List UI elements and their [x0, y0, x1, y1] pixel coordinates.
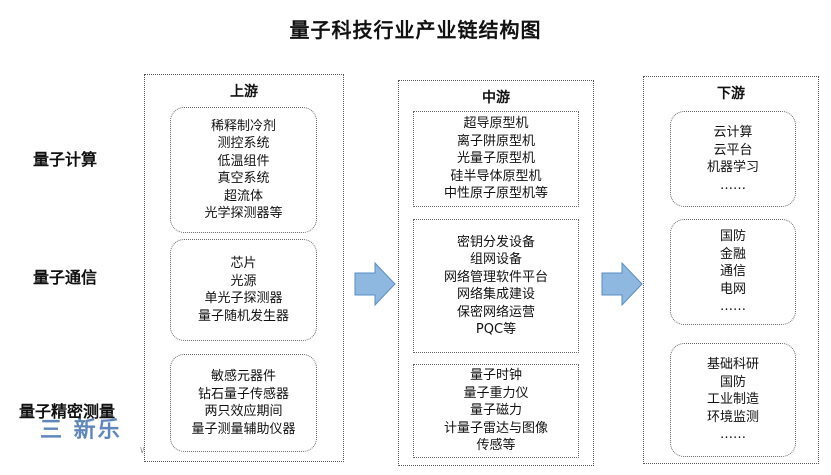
downstream-box-computing: 云计算 云平台 机器学习 …… — [670, 111, 796, 207]
downstream-box-metrology: 基础科研 国防 工业制造 环境监测 …… — [670, 343, 796, 457]
list-item: 环境监测 — [706, 409, 759, 425]
list-item: 国防 — [719, 374, 746, 390]
midstream-box-communication: 密钥分发设备 组网设备 网络管理软件平台 网络集成建设 保密网络运营 PQC等 — [413, 219, 579, 353]
list-item: 光源 — [230, 273, 257, 289]
list-item: 保密网络运营 — [456, 304, 535, 320]
upstream-column: 上游 稀释制冷剂 测控系统 低温组件 真空系统 超流体 光学探测器等 芯片 光源… — [144, 74, 344, 462]
list-item: 量子随机发生器 — [197, 308, 289, 324]
flow-arrow-icon — [354, 262, 396, 306]
list-item: 密钥分发设备 — [456, 234, 535, 250]
list-item: 单光子探测器 — [204, 291, 283, 306]
list-item: 光量子原型机 — [456, 151, 535, 167]
midstream-box-metrology: 量子时钟 量子重力仪 量子磁力 计量子雷达与图像 传感等 — [413, 364, 579, 458]
flow-arrow-icon — [601, 262, 643, 306]
row-label-quantum-communication: 量子通信 — [33, 268, 98, 287]
list-item: 钻石量子传感器 — [197, 386, 289, 402]
midstream-title: 中游 — [482, 90, 510, 106]
list-item: 国防 — [719, 229, 746, 245]
list-item: 敏感元器件 — [210, 369, 276, 384]
list-item: 网络管理软件平台 — [443, 269, 548, 285]
list-item: …… — [720, 177, 746, 193]
list-item: 稀释制冷剂 — [210, 118, 276, 134]
list-item: 中性原子原型机等 — [443, 186, 548, 202]
list-item: 云平台 — [713, 142, 753, 158]
list-item: 通信 — [719, 264, 746, 280]
list-item: 机器学习 — [706, 160, 759, 175]
downstream-column: 下游 云计算 云平台 机器学习 …… 国防 金融 通信 电网 …… 基础科研 国… — [643, 76, 819, 464]
watermark-logo: 三 新乐 — [40, 418, 122, 443]
list-item: 量子重力仪 — [463, 385, 529, 401]
list-item: 芯片 — [230, 256, 257, 271]
list-item: 测控系统 — [217, 136, 270, 151]
list-item: 两只效应期间 — [204, 404, 283, 419]
list-item: 计量子雷达与图像 — [443, 420, 548, 436]
list-item: 电网 — [719, 281, 746, 297]
midstream-column: 中游 超导原型机 离子阱原型机 光量子原型机 硅半导体原型机 中性原子原型机等 … — [398, 80, 594, 466]
list-item: 离子阱原型机 — [456, 133, 535, 149]
row-label-quantum-computing: 量子计算 — [33, 150, 98, 169]
list-item: 量子测量辅助仪器 — [191, 421, 296, 437]
list-item: 硅半导体原型机 — [450, 168, 542, 184]
upstream-title: 上游 — [230, 84, 258, 100]
list-item: 云计算 — [713, 125, 753, 140]
list-item: …… — [720, 427, 746, 443]
downstream-title: 下游 — [717, 86, 745, 102]
list-item: …… — [720, 299, 746, 315]
downstream-box-communication: 国防 金融 通信 电网 …… — [670, 219, 796, 325]
list-item: 光学探测器等 — [204, 206, 283, 221]
list-item: 超流体 — [223, 188, 263, 204]
list-item: 传感等 — [476, 438, 516, 454]
upstream-box-computing: 稀释制冷剂 测控系统 低温组件 真空系统 超流体 光学探测器等 — [170, 107, 317, 233]
list-item: 真空系统 — [217, 171, 270, 186]
row-label-quantum-metrology: 量子精密测量 — [19, 402, 116, 421]
list-item: 超导原型机 — [463, 116, 529, 132]
diagram-title: 量子科技行业产业链结构图 — [289, 18, 542, 42]
list-item: 低温组件 — [217, 153, 270, 169]
list-item: 组网设备 — [469, 252, 522, 267]
list-item: 金融 — [719, 246, 746, 262]
list-item: 量子磁力 — [469, 403, 522, 419]
list-item: 网络集成建设 — [456, 287, 535, 302]
list-item: 工业制造 — [706, 392, 759, 408]
upstream-box-communication: 芯片 光源 单光子探测器 量子随机发生器 — [170, 239, 317, 341]
list-item: 基础科研 — [706, 357, 759, 373]
list-item: PQC等 — [475, 322, 517, 337]
upstream-box-metrology: 敏感元器件 钻石量子传感器 两只效应期间 量子测量辅助仪器 — [170, 354, 317, 452]
list-item: 量子时钟 — [469, 368, 522, 384]
midstream-box-computing: 超导原型机 离子阱原型机 光量子原型机 硅半导体原型机 中性原子原型机等 — [413, 111, 579, 207]
